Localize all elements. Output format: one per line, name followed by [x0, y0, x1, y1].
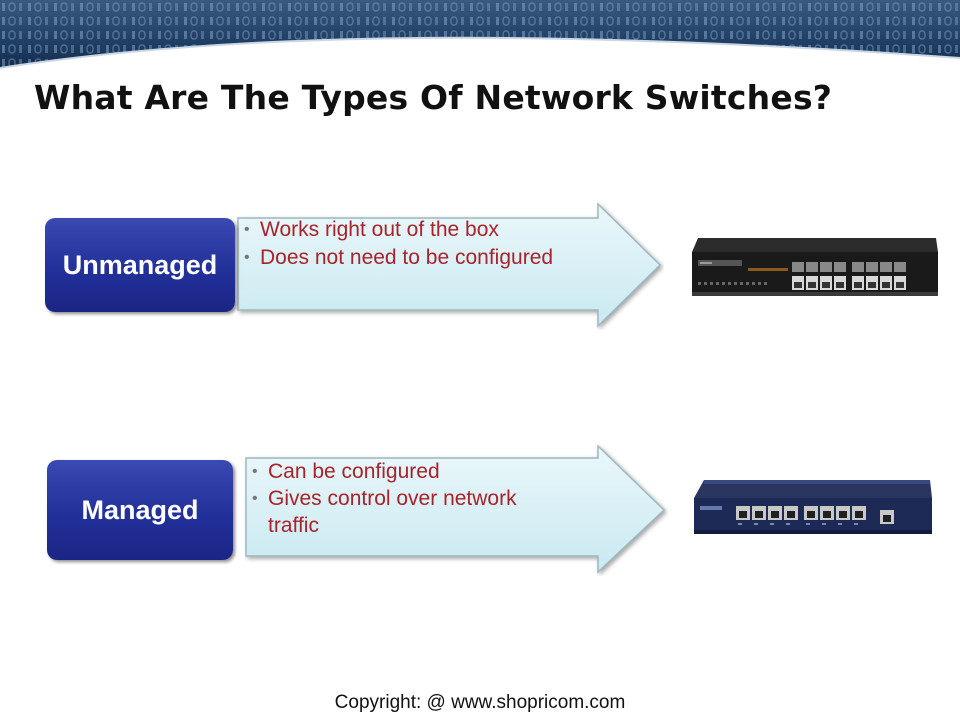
- managed-label-text: Managed: [81, 494, 199, 525]
- list-item: Can be configured: [250, 458, 560, 485]
- managed-label: Managed: [47, 460, 233, 560]
- page-title: What Are The Types Of Network Switches?: [34, 78, 833, 117]
- list-item: Gives control over network traffic: [250, 485, 560, 539]
- unmanaged-bullets: Works right out of the box Does not need…: [242, 216, 612, 272]
- unmanaged-switch-icon: [692, 238, 938, 296]
- binary-banner-icon: [0, 0, 960, 80]
- unmanaged-label: Unmanaged: [45, 218, 235, 312]
- copyright-footer: Copyright: @ www.shopricom.com: [334, 692, 626, 713]
- managed-bullets: Can be configured Gives control over net…: [250, 458, 560, 539]
- unmanaged-label-text: Unmanaged: [62, 249, 218, 280]
- managed-switch-icon: [694, 480, 932, 534]
- list-item: Does not need to be configured: [242, 244, 612, 272]
- list-item: Works right out of the box: [242, 216, 612, 244]
